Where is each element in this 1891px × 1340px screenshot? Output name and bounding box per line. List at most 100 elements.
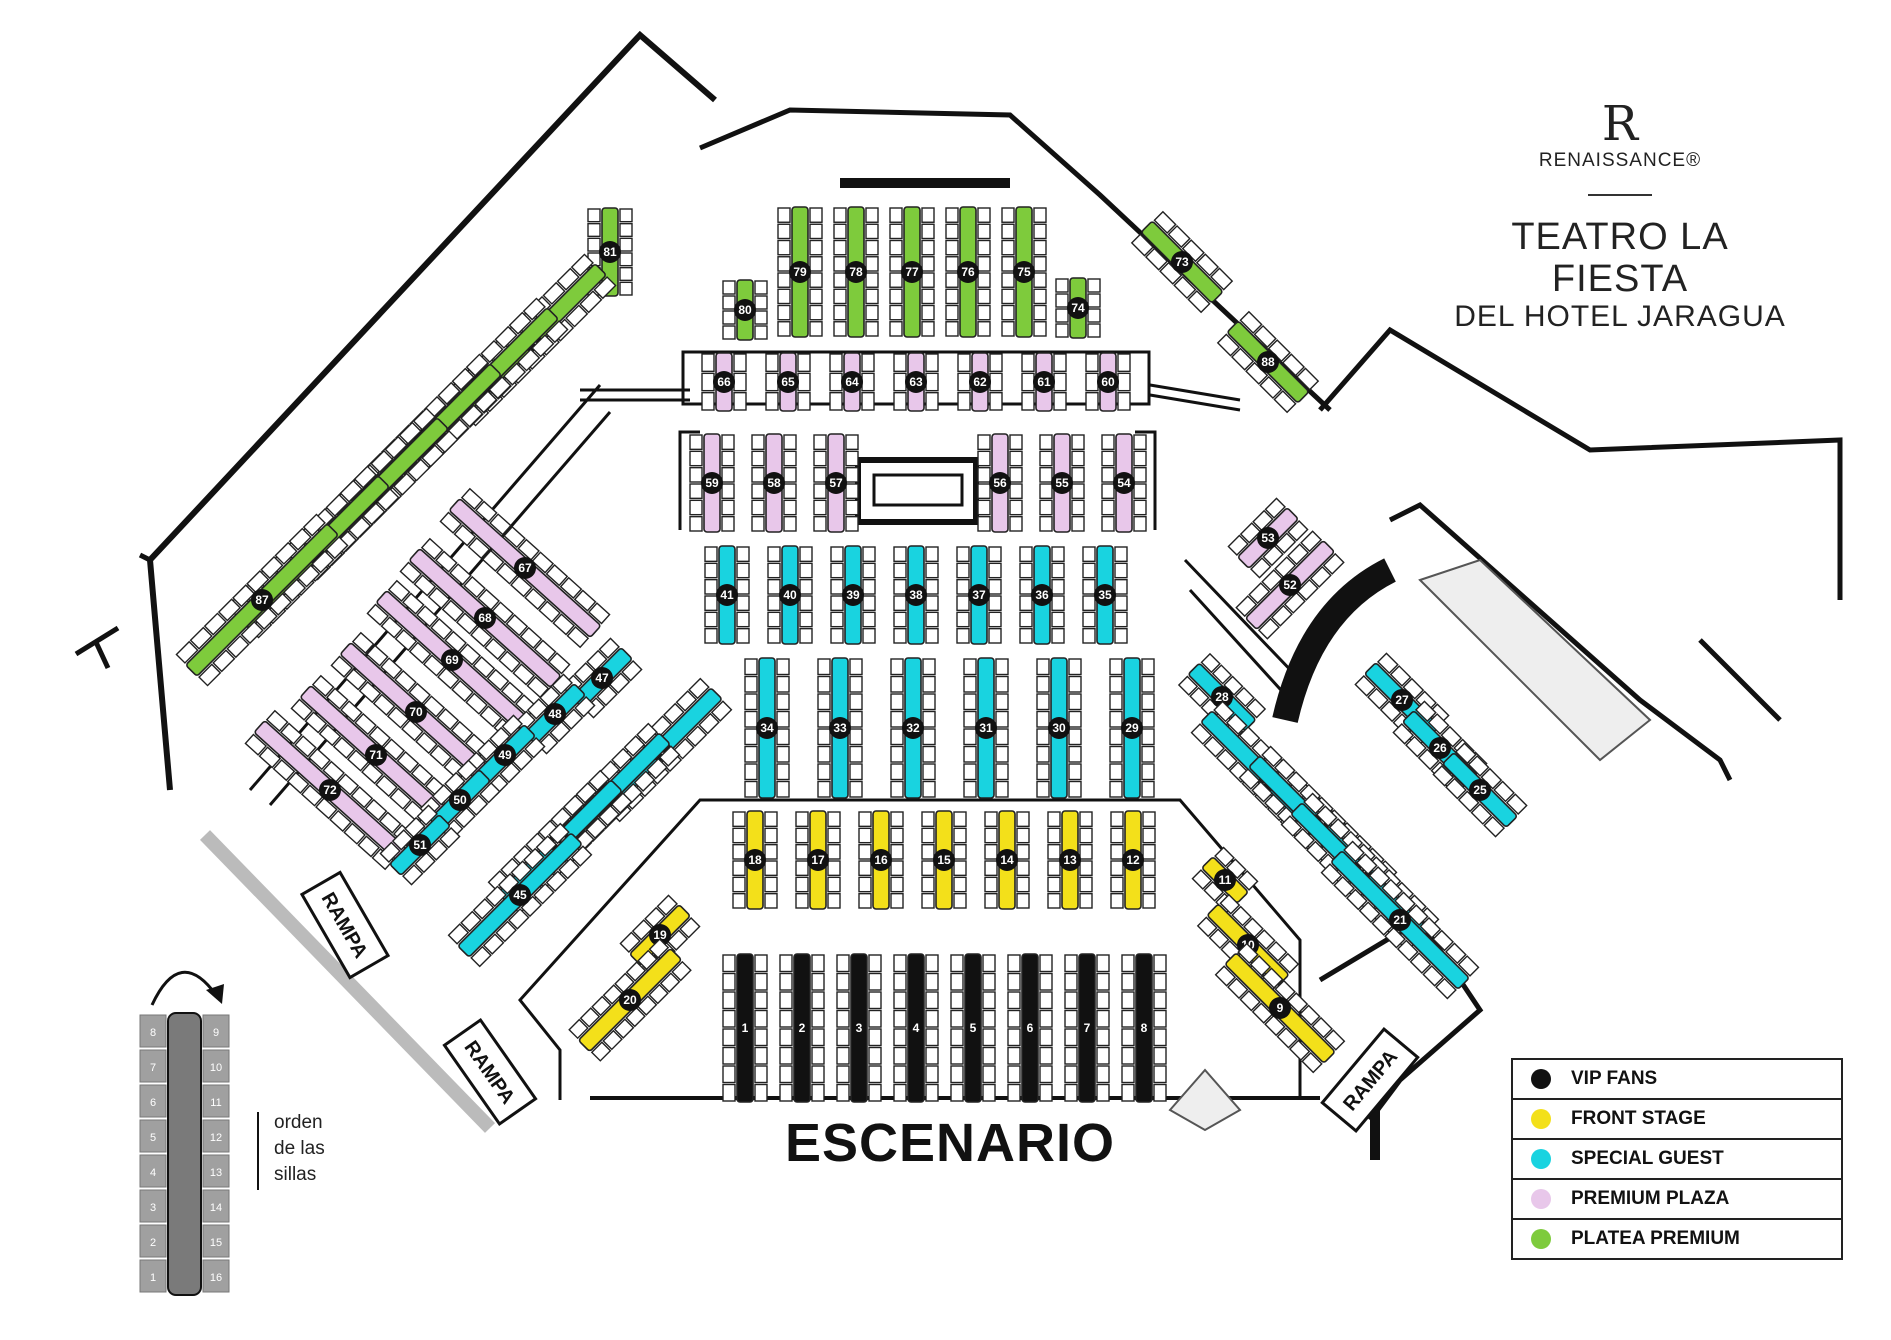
seat[interactable] bbox=[659, 972, 681, 993]
seat[interactable] bbox=[767, 611, 781, 628]
seat[interactable] bbox=[817, 710, 831, 728]
seat[interactable] bbox=[925, 391, 939, 411]
seat[interactable] bbox=[489, 726, 511, 749]
seat[interactable] bbox=[868, 991, 882, 1010]
seat[interactable] bbox=[1096, 1009, 1110, 1028]
seat[interactable] bbox=[950, 954, 964, 973]
seat[interactable] bbox=[736, 562, 750, 579]
seat[interactable] bbox=[379, 841, 401, 863]
seat[interactable] bbox=[922, 693, 936, 711]
seat[interactable] bbox=[1053, 372, 1067, 392]
seat[interactable] bbox=[1153, 1046, 1167, 1065]
seat[interactable] bbox=[1203, 735, 1226, 758]
seat[interactable] bbox=[889, 256, 903, 272]
table-9[interactable]: 9 bbox=[1214, 942, 1346, 1074]
seat[interactable] bbox=[833, 288, 847, 305]
seat[interactable] bbox=[625, 1006, 646, 1028]
table-81[interactable]: 81 bbox=[587, 207, 633, 297]
seat[interactable] bbox=[325, 493, 349, 517]
seat[interactable] bbox=[797, 391, 811, 411]
table-17[interactable]: 17 bbox=[795, 810, 841, 910]
seat[interactable] bbox=[736, 546, 750, 563]
table-18[interactable]: 18 bbox=[732, 810, 778, 910]
seat[interactable] bbox=[977, 304, 991, 321]
seat[interactable] bbox=[1252, 509, 1274, 532]
seat[interactable] bbox=[1345, 888, 1368, 911]
seat[interactable] bbox=[1259, 375, 1283, 400]
seat[interactable] bbox=[1007, 1009, 1021, 1028]
seat[interactable] bbox=[827, 843, 841, 860]
seat[interactable] bbox=[1419, 916, 1442, 939]
seat[interactable] bbox=[776, 728, 790, 746]
seat[interactable] bbox=[510, 575, 533, 598]
seat[interactable] bbox=[1082, 578, 1096, 595]
table-64[interactable]: 64 bbox=[829, 352, 875, 412]
seat[interactable] bbox=[456, 759, 478, 781]
seat[interactable] bbox=[698, 712, 720, 735]
seat[interactable] bbox=[893, 954, 907, 973]
seat[interactable] bbox=[783, 434, 797, 451]
seat[interactable] bbox=[988, 627, 1002, 644]
seat[interactable] bbox=[585, 817, 608, 839]
seat[interactable] bbox=[809, 288, 823, 305]
seat[interactable] bbox=[829, 372, 843, 392]
seat[interactable] bbox=[984, 827, 998, 844]
table-52[interactable]: 52 bbox=[1235, 530, 1345, 640]
seat[interactable] bbox=[1296, 367, 1320, 391]
table-25[interactable]: 25 bbox=[1432, 742, 1528, 838]
seat[interactable] bbox=[203, 612, 227, 636]
seat[interactable] bbox=[956, 562, 970, 579]
seat[interactable] bbox=[922, 710, 936, 728]
seat[interactable] bbox=[658, 745, 681, 767]
seat[interactable] bbox=[593, 276, 617, 300]
seat[interactable] bbox=[858, 827, 872, 844]
seat[interactable] bbox=[921, 288, 935, 305]
seat[interactable] bbox=[441, 599, 465, 622]
seat[interactable] bbox=[1082, 627, 1096, 644]
seat[interactable] bbox=[1114, 578, 1128, 595]
seat[interactable] bbox=[198, 663, 222, 687]
seat[interactable] bbox=[776, 745, 790, 763]
table-35[interactable]: 35 bbox=[1082, 545, 1128, 645]
seat[interactable] bbox=[436, 708, 460, 731]
seat[interactable] bbox=[663, 702, 685, 725]
seat[interactable] bbox=[401, 719, 424, 742]
seat[interactable] bbox=[394, 628, 418, 652]
seat[interactable] bbox=[701, 391, 715, 411]
seat[interactable] bbox=[849, 658, 863, 676]
seat[interactable] bbox=[1033, 272, 1047, 288]
seat[interactable] bbox=[435, 430, 459, 454]
seat[interactable] bbox=[311, 550, 335, 574]
seat[interactable] bbox=[764, 892, 778, 909]
seat[interactable] bbox=[1047, 811, 1061, 828]
seat[interactable] bbox=[429, 744, 452, 767]
seat[interactable] bbox=[865, 223, 879, 240]
seat[interactable] bbox=[547, 652, 571, 675]
seat[interactable] bbox=[777, 304, 791, 321]
seat[interactable] bbox=[925, 627, 939, 644]
seat[interactable] bbox=[524, 587, 547, 611]
seat[interactable] bbox=[868, 1046, 882, 1065]
seat[interactable] bbox=[1064, 991, 1078, 1010]
seat[interactable] bbox=[779, 1009, 793, 1028]
seat[interactable] bbox=[1121, 1009, 1135, 1028]
seat[interactable] bbox=[439, 511, 463, 534]
seat[interactable] bbox=[704, 611, 718, 628]
seat[interactable] bbox=[361, 762, 384, 785]
seat[interactable] bbox=[890, 811, 904, 828]
seat[interactable] bbox=[1114, 627, 1128, 644]
seat[interactable] bbox=[1121, 954, 1135, 973]
seat[interactable] bbox=[1358, 901, 1381, 924]
seat[interactable] bbox=[460, 487, 484, 511]
seat[interactable] bbox=[921, 223, 935, 240]
seat[interactable] bbox=[921, 321, 935, 337]
seat[interactable] bbox=[1299, 1004, 1321, 1026]
table-1[interactable]: 1 bbox=[722, 953, 768, 1103]
seat[interactable] bbox=[533, 639, 557, 662]
seat[interactable] bbox=[950, 1065, 964, 1084]
seat[interactable] bbox=[1079, 811, 1093, 828]
seat[interactable] bbox=[619, 237, 633, 252]
seat[interactable] bbox=[809, 304, 823, 321]
seat[interactable] bbox=[1191, 869, 1213, 890]
seat[interactable] bbox=[175, 640, 199, 664]
